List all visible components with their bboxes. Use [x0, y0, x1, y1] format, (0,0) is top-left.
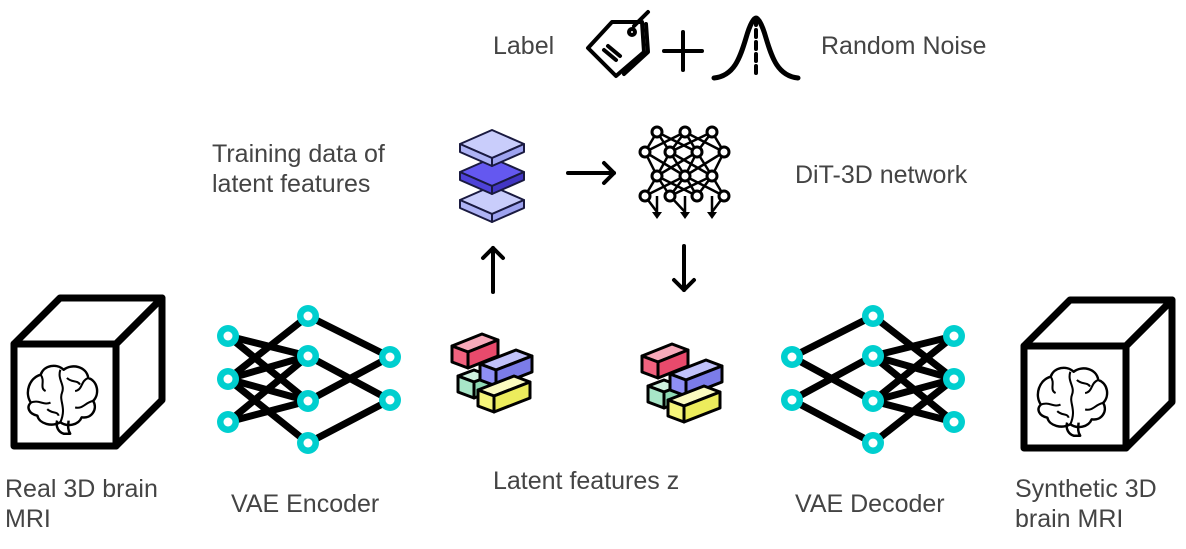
latent-features-text: Latent features z [493, 467, 680, 495]
real-mri-line1: Real 3D brain [5, 475, 158, 503]
decoder-graph-icon [781, 305, 965, 454]
encoder-graph-icon [217, 305, 401, 454]
synthetic-mri-line2: brain MRI [1015, 505, 1124, 533]
synthetic-mri-line1: Synthetic 3D [1015, 475, 1157, 503]
bell-curve-icon [711, 15, 801, 81]
arrow-right-icon [566, 161, 616, 185]
vae-decoder-text: VAE Decoder [795, 490, 945, 518]
vae-encoder-text: VAE Encoder [231, 490, 380, 518]
label-text: Label [493, 32, 555, 60]
random-noise-text: Random Noise [821, 32, 987, 60]
dit-network-text: DiT-3D network [795, 161, 968, 189]
training-data-line2: latent features [212, 170, 371, 198]
tag-icon [586, 10, 650, 78]
neural-network-icon [638, 125, 731, 219]
real-mri-line2: MRI [5, 505, 51, 533]
plus-icon [662, 30, 704, 72]
latent-blocks-icon [640, 342, 724, 424]
arrow-down-icon [672, 244, 696, 292]
brain-cube-icon [10, 294, 166, 450]
brain-cube-icon [1020, 296, 1176, 452]
stacked-layers-icon [459, 129, 525, 223]
latent-blocks-icon [450, 332, 534, 414]
arrow-up-icon [481, 246, 505, 294]
training-data-line1: Training data of [212, 140, 385, 168]
